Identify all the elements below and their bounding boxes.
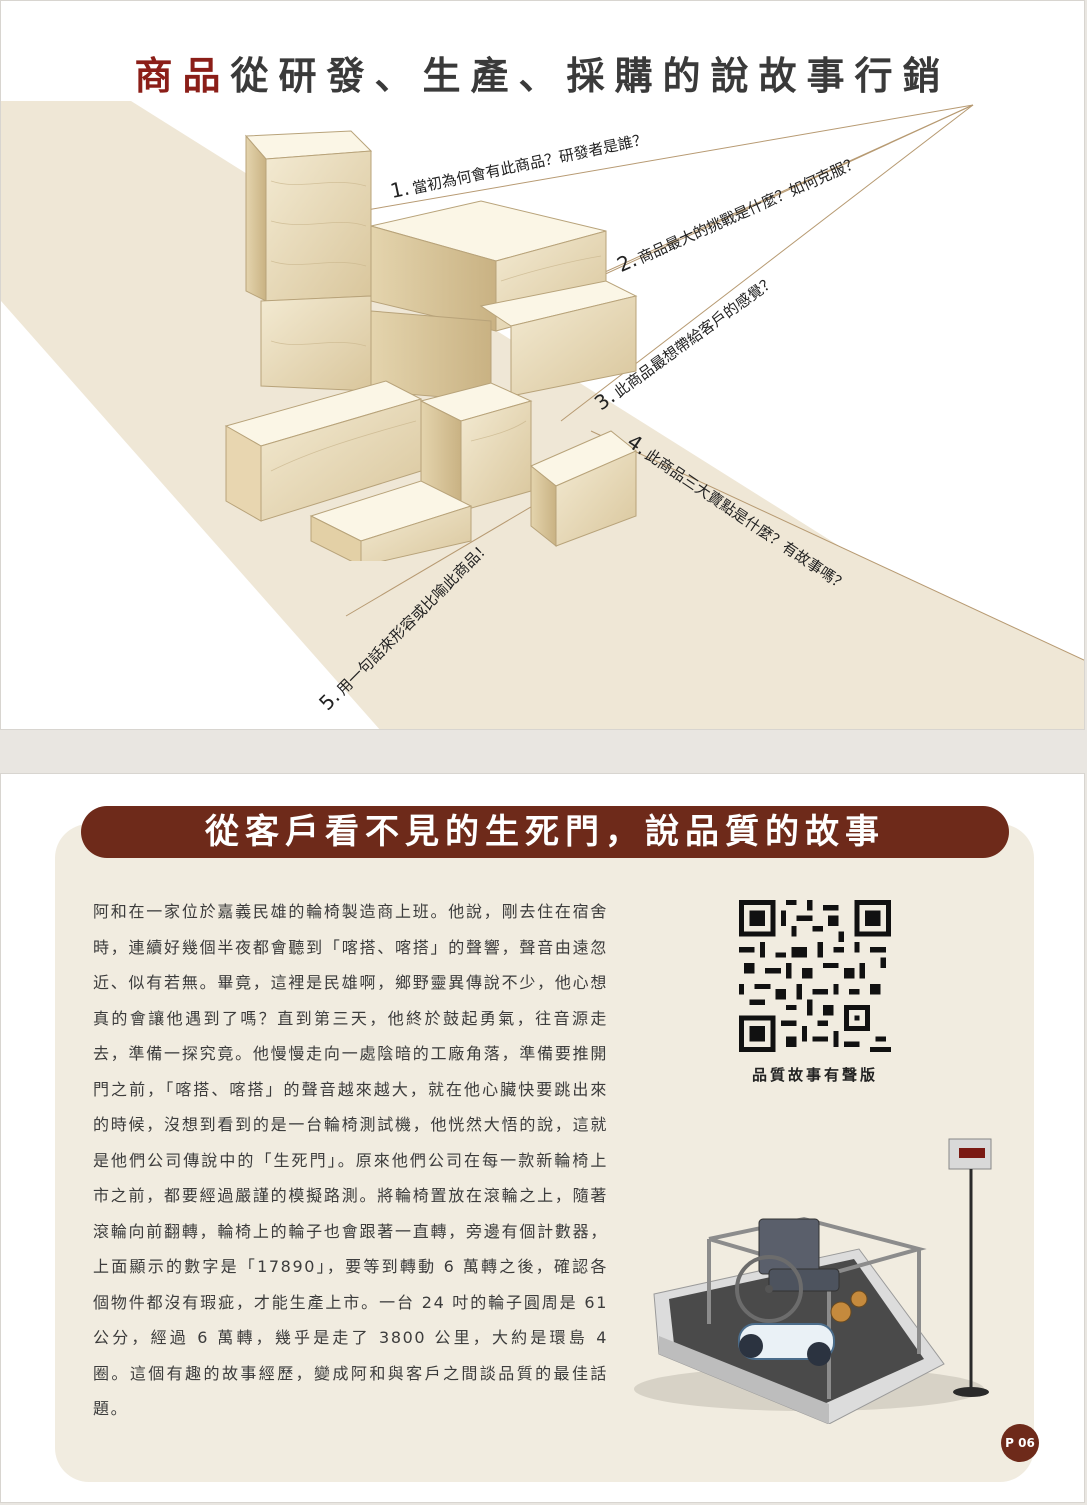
page-title: 商品從研發、生產、採購的說故事行銷 [1, 45, 1084, 100]
wheelchair-test-machine-illustration [634, 1138, 992, 1424]
qr-code-icon[interactable] [739, 900, 891, 1052]
bottom-page: 從客戶看不見的生死門，說品質的故事 阿和在一家位於嘉義民雄的輪椅製造商上班。他說… [0, 773, 1085, 1503]
wooden-blocks-illustration [224, 130, 638, 561]
title-accent: 商品 [134, 54, 231, 98]
story-text: 阿和在一家位於嘉義民雄的輪椅製造商上班。他說，剛去住在宿舍時，連續好幾個半夜都會… [93, 902, 608, 1418]
section-banner: 從客戶看不見的生死門，說品質的故事 [81, 806, 1009, 858]
top-page: 商品從研發、生產、採購的說故事行銷 [0, 0, 1085, 730]
page-number: P 06 [1001, 1424, 1039, 1462]
qr-caption: 品質故事有聲版 [751, 1066, 878, 1084]
title-rest: 從研發、生產、採購的說故事行銷 [230, 54, 951, 98]
